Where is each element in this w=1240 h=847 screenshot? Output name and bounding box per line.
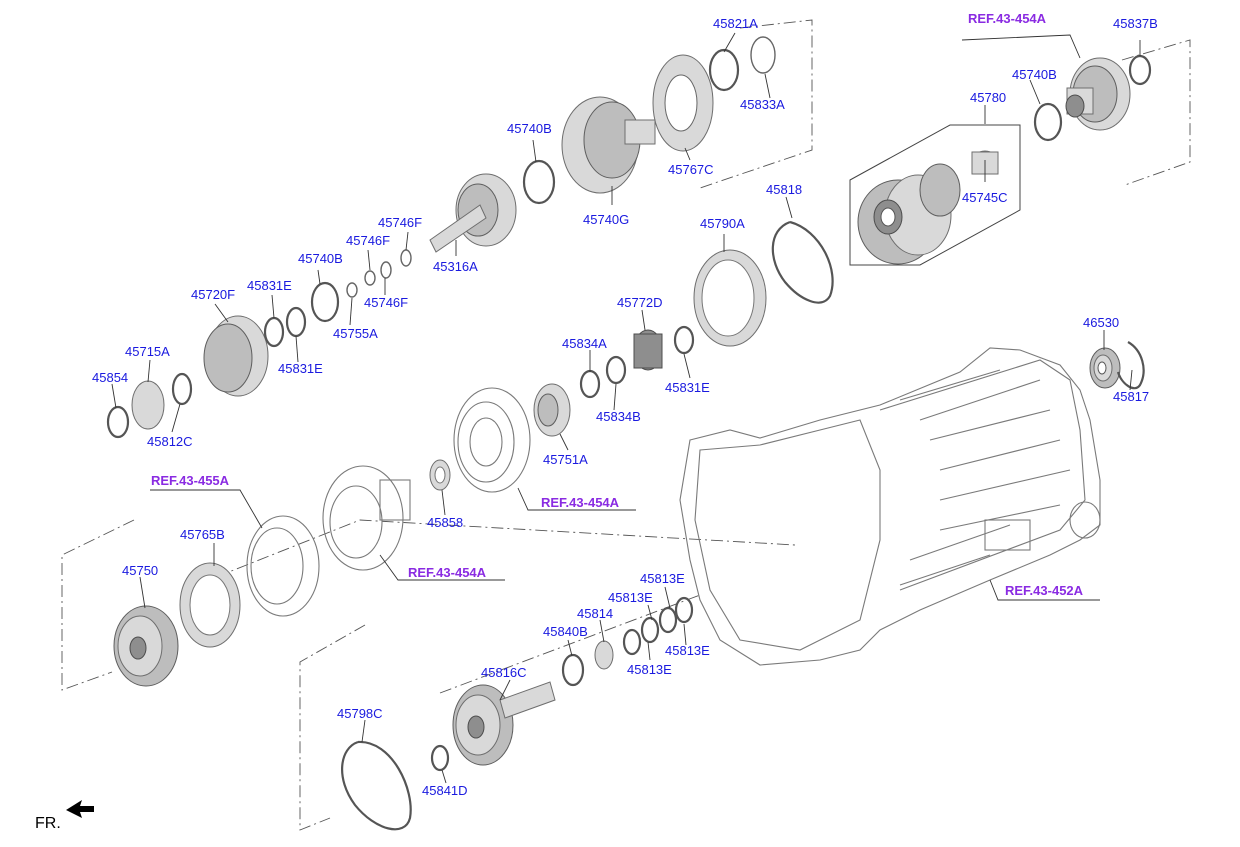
- ref-label-43-454a-mid[interactable]: REF.43-454A: [541, 495, 620, 510]
- gear-45720f-group: [106, 306, 307, 439]
- bearing-46530: [1089, 341, 1145, 390]
- part-label-45765b[interactable]: 45765B: [180, 527, 225, 542]
- part-label-45746f-low[interactable]: 45746F: [364, 295, 409, 310]
- part-label-45798c[interactable]: 45798C: [337, 706, 383, 721]
- output-hub-gear: [1033, 54, 1152, 142]
- part-label-45740b-top[interactable]: 45740B: [1012, 67, 1057, 82]
- part-label-45750[interactable]: 45750: [122, 563, 159, 578]
- part-label-45772d[interactable]: 45772D: [617, 295, 663, 310]
- part-label-45745c[interactable]: 45745C: [962, 190, 1008, 205]
- part-label-45818[interactable]: 45818: [766, 182, 803, 197]
- part-label-45837b[interactable]: 45837B: [1113, 16, 1158, 31]
- part-label-45814[interactable]: 45814: [577, 606, 614, 621]
- leader-lines: [111, 32, 1141, 784]
- ring-gear-45790a: [673, 220, 834, 355]
- part-label-45790a[interactable]: 45790A: [700, 216, 745, 231]
- transmission-case: [679, 347, 1101, 666]
- part-label-45813e-low[interactable]: 45813E: [627, 662, 672, 677]
- part-label-45821a[interactable]: 45821A: [713, 16, 758, 31]
- part-label-45812c[interactable]: 45812C: [147, 434, 193, 449]
- output-shaft-group: [341, 596, 694, 831]
- assembly-boundary-lines: [61, 19, 1191, 831]
- part-label-45746f-mid[interactable]: 45746F: [346, 233, 391, 248]
- clutch-drum-gears-top: [522, 36, 776, 205]
- part-label-45840b[interactable]: 45840B: [543, 624, 588, 639]
- part-label-45720f[interactable]: 45720F: [191, 287, 236, 302]
- ref-label-43-454a-low[interactable]: REF.43-454A: [408, 565, 487, 580]
- part-label-45715a[interactable]: 45715A: [125, 344, 170, 359]
- part-label-45813e-top[interactable]: 45813E: [640, 571, 685, 586]
- part-label-45316a[interactable]: 45316A: [433, 259, 478, 274]
- part-label-45831e-top[interactable]: 45831E: [247, 278, 292, 293]
- ref-label-43-454a-top[interactable]: REF.43-454A: [968, 11, 1047, 26]
- part-label-45746f-top[interactable]: 45746F: [378, 215, 423, 230]
- part-label-45767c[interactable]: 45767C: [668, 162, 714, 177]
- part-label-45831e-mid[interactable]: 45831E: [665, 380, 710, 395]
- front-orientation-label: FR.: [35, 815, 61, 832]
- part-label-45841d[interactable]: 45841D: [422, 783, 468, 798]
- part-label-45854[interactable]: 45854: [92, 370, 129, 385]
- part-label-45813e-right[interactable]: 45813E: [665, 643, 710, 658]
- part-label-45833a[interactable]: 45833A: [740, 97, 785, 112]
- clutch-drum-middle: [429, 387, 531, 493]
- part-label-45813e-second[interactable]: 45813E: [608, 590, 653, 605]
- part-label-45740b-mid[interactable]: 45740B: [507, 121, 552, 136]
- ref-label-43-452a[interactable]: REF.43-452A: [1005, 583, 1084, 598]
- planet-carrier-box: [849, 124, 1021, 266]
- input-shaft: [310, 173, 517, 323]
- part-label-45780[interactable]: 45780: [970, 90, 1007, 105]
- part-label-45816c[interactable]: 45816C: [481, 665, 527, 680]
- part-label-45858[interactable]: 45858: [427, 515, 464, 530]
- part-label-45834b[interactable]: 45834B: [596, 409, 641, 424]
- part-label-45817[interactable]: 45817: [1113, 389, 1150, 404]
- part-label-45755a[interactable]: 45755A: [333, 326, 378, 341]
- front-direction-arrow: [66, 800, 94, 818]
- part-label-45834a[interactable]: 45834A: [562, 336, 607, 351]
- part-label-46530[interactable]: 46530: [1083, 315, 1120, 330]
- part-label-45831e-low[interactable]: 45831E: [278, 361, 323, 376]
- part-label-45751a[interactable]: 45751A: [543, 452, 588, 467]
- ref-label-43-455a[interactable]: REF.43-455A: [151, 473, 230, 488]
- gear-cluster-middle: [533, 329, 663, 437]
- part-label-45740b-left[interactable]: 45740B: [298, 251, 343, 266]
- part-label-45740g[interactable]: 45740G: [583, 212, 630, 227]
- clutch-pack-lower-left: [113, 465, 411, 687]
